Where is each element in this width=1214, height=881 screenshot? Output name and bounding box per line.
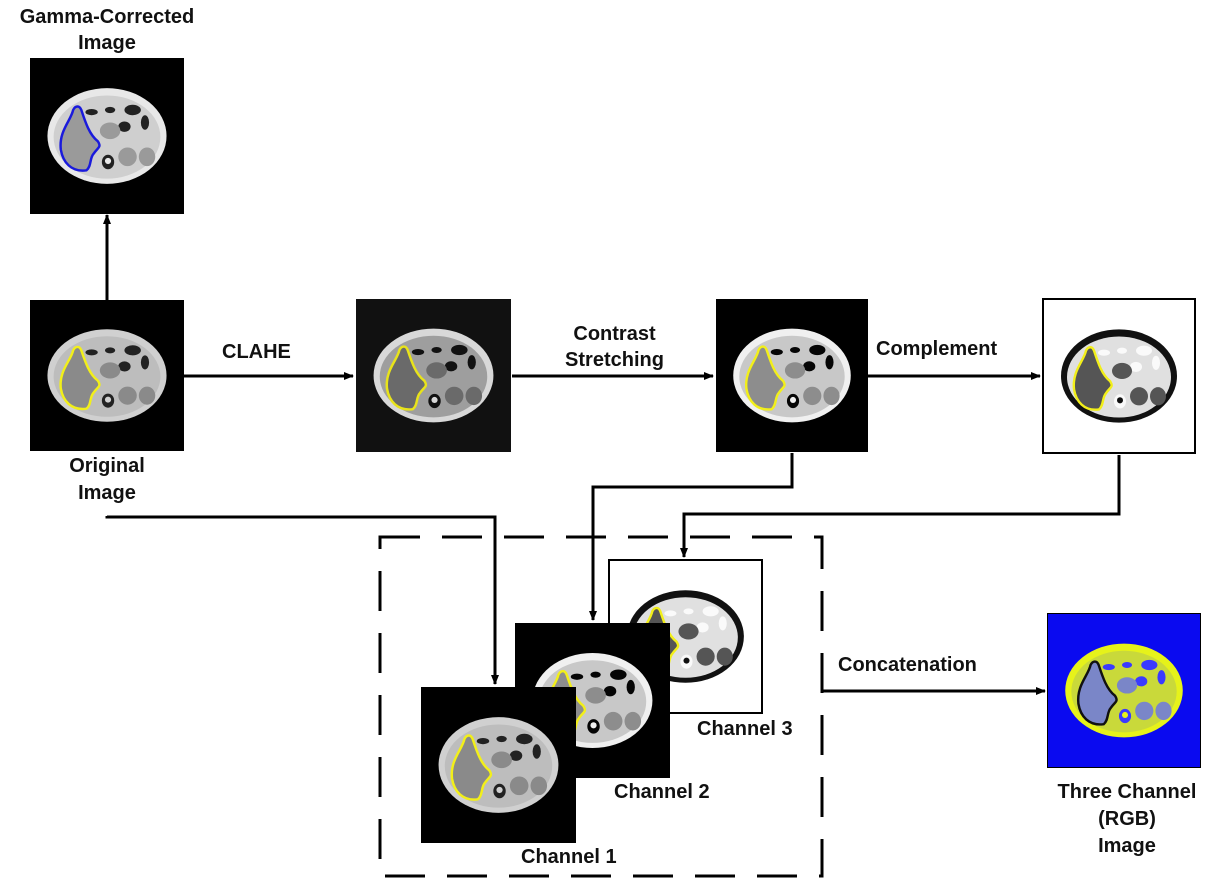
- gamma-corrected-image: [30, 58, 184, 214]
- complement-image: [1042, 298, 1196, 454]
- rgb-label-line1: Three Channel: [1057, 781, 1197, 803]
- original-label-line2: Image: [78, 482, 136, 504]
- edge-label-contrast-line1: Contrast: [573, 323, 656, 345]
- arrow-complement-to-channel3: [680, 455, 1121, 558]
- channel1-label: Channel 1: [521, 846, 617, 868]
- arrow-original-to-channel1: [105, 515, 499, 685]
- channel2-label: Channel 2: [614, 781, 710, 803]
- gamma-label-line1: Gamma-Corrected: [19, 6, 195, 28]
- original-label-line1: Original: [69, 455, 145, 477]
- rgb-label-line3: Image: [1098, 835, 1156, 857]
- channel1-image: [421, 687, 576, 843]
- clahe-image: [356, 299, 511, 452]
- contrast-stretched-image: [716, 299, 868, 452]
- liver-contour: [450, 734, 493, 801]
- rgb-image: [1047, 613, 1201, 768]
- gamma-label-line2: Image: [78, 32, 136, 54]
- liver-contour: [59, 105, 101, 172]
- liver-contour: [745, 345, 786, 411]
- mri-slice-graphic: [733, 328, 851, 423]
- rgb-label-line2: (RGB): [1098, 808, 1156, 830]
- liver-contour: [1072, 346, 1113, 411]
- liver-contour: [59, 345, 101, 411]
- mri-slice-graphic: [47, 329, 167, 422]
- mri-slice-graphic: [1065, 643, 1183, 738]
- liver-contour: [385, 345, 428, 411]
- mri-slice-graphic: [47, 88, 167, 184]
- edge-label-clahe: CLAHE: [222, 341, 291, 363]
- liver-contour: [1077, 660, 1118, 726]
- edge-label-complement: Complement: [876, 338, 998, 360]
- edge-label-contrast-line2: Stretching: [565, 349, 664, 371]
- edge-label-concatenation: Concatenation: [838, 654, 977, 676]
- original-image: [30, 300, 184, 451]
- mri-slice-graphic: [1061, 329, 1177, 423]
- mri-slice-graphic: [438, 717, 559, 813]
- mri-slice-graphic: [373, 328, 494, 423]
- channel3-label: Channel 3: [697, 718, 793, 740]
